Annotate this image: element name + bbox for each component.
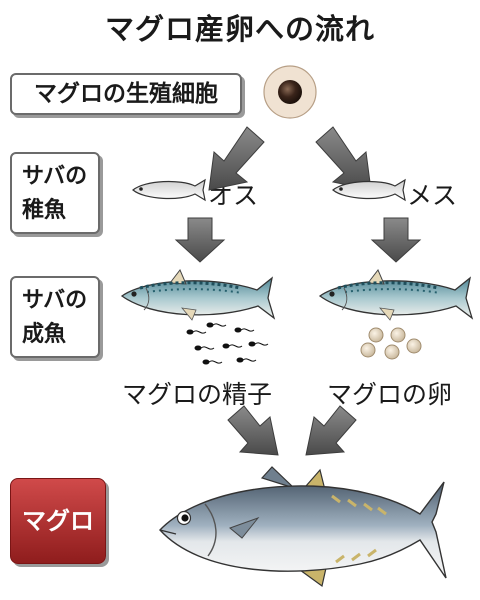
- juvenile-line-1: サバの: [22, 164, 88, 189]
- adult-mackerel-label: サバの 成魚: [10, 276, 100, 358]
- tuna-label: マグロ: [10, 478, 106, 564]
- arrow-sperm-to-tuna-icon: [227, 405, 279, 456]
- female-label: メス: [407, 181, 458, 210]
- tuna-fish-icon: [159, 466, 447, 588]
- germ-cells-label: マグロの生殖細胞: [10, 73, 242, 115]
- tuna-sperm-label: マグロの精子: [122, 380, 273, 409]
- arrow-egg-to-tuna-icon: [305, 405, 357, 456]
- tuna-sperm-icon: [186, 322, 269, 365]
- arrow-male-down-icon: [174, 217, 226, 263]
- arrow-to-female-icon: [315, 126, 372, 191]
- germ-cell-icon: [263, 65, 317, 119]
- juvenile-mackerel-label: サバの 稚魚: [10, 152, 100, 234]
- juvenile-mackerel-male-icon: [132, 179, 206, 201]
- adult-line-1: サバの: [22, 288, 88, 313]
- adult-mackerel-male-icon: [120, 268, 276, 322]
- arrow-female-down-icon: [370, 217, 422, 263]
- juvenile-line-2: 稚魚: [22, 198, 67, 223]
- diagram-title: マグロ産卵への流れ: [104, 12, 375, 46]
- tuna-egg-label: マグロの卵: [327, 380, 453, 409]
- arrow-to-male-icon: [208, 126, 265, 191]
- tuna-egg-icon: [360, 327, 422, 360]
- adult-mackerel-female-icon: [318, 268, 474, 322]
- adult-line-2: 成魚: [22, 322, 67, 347]
